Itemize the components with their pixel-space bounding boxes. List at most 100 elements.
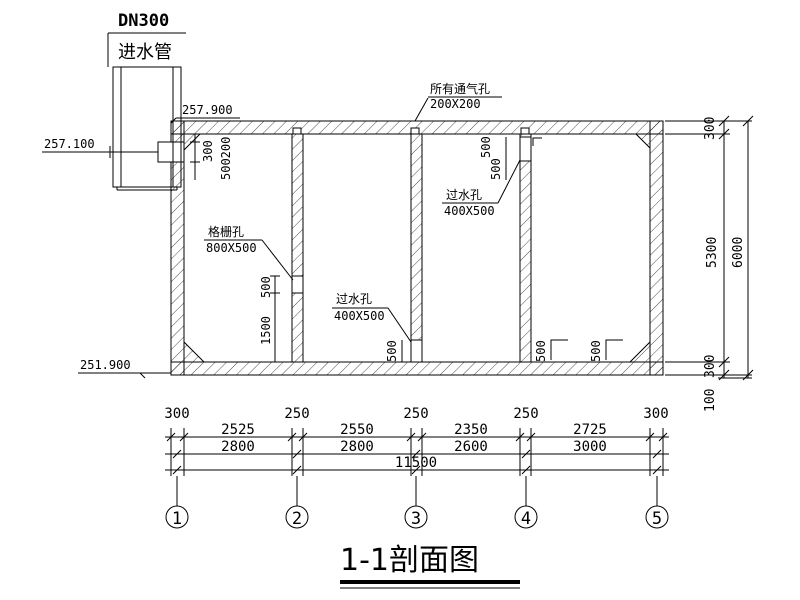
right-wall <box>649 120 664 376</box>
axis-label: 4 <box>521 509 531 529</box>
chamfer-bl <box>183 340 206 363</box>
hdim-tick <box>172 465 182 475</box>
elev-bottom-text: 251.900 <box>80 358 131 372</box>
hdim-row2-label: 2550 <box>340 422 374 438</box>
chamfer-tr <box>634 133 651 150</box>
hdim-row2-label: 2725 <box>573 422 607 438</box>
dim-hook2-500: 500 <box>589 340 603 362</box>
hdim-tick <box>179 432 189 442</box>
hdim-row3-label: 2600 <box>454 439 488 455</box>
dim-hole4-500b: 500 <box>489 158 503 180</box>
grate-opening <box>291 275 304 294</box>
partition-4 <box>519 133 532 363</box>
elev-bottom-mark <box>139 372 146 379</box>
hdim-tick <box>298 432 308 442</box>
pipe-size-label: DN300 <box>118 11 169 31</box>
hook-symbol <box>605 339 623 360</box>
hole2-label: 过水孔 <box>336 292 372 306</box>
hdim-tick <box>658 432 668 442</box>
dim-hole4-500a: 500 <box>479 136 493 158</box>
hdim-row1-label: 250 <box>403 406 428 422</box>
dim-inlet-500200: 500200 <box>219 137 233 180</box>
rdim-tick <box>742 369 754 381</box>
rdim-tick <box>718 115 730 127</box>
elev-top-mark <box>170 117 177 124</box>
rdim-tick <box>742 115 754 127</box>
hook-symbol <box>532 137 542 146</box>
hdim-row1-label: 250 <box>284 406 309 422</box>
axis-bubble <box>165 505 189 529</box>
axis-bubble <box>404 505 428 529</box>
rdim-6000: 6000 <box>731 237 746 268</box>
axis-label: 1 <box>172 509 182 529</box>
hdim-tick <box>411 465 421 475</box>
hdim-tick <box>645 432 655 442</box>
hole2-size: 400X500 <box>334 309 385 323</box>
partition-2 <box>291 133 304 363</box>
rdim-300-bot: 300 <box>703 355 718 378</box>
hdim-tick <box>406 432 416 442</box>
vent-hole <box>410 127 420 135</box>
hdim-tick <box>292 449 302 459</box>
dim-inlet-300: 300 <box>201 140 215 162</box>
dim-grate-500: 500 <box>259 276 273 298</box>
rdim-tick <box>718 128 730 140</box>
elev-top-text: 257.900 <box>182 103 233 117</box>
axis-bubbles: 1 2 3 4 5 <box>165 476 669 529</box>
hdim-tick <box>411 449 421 459</box>
pipe-name-label: 进水管 <box>118 42 172 63</box>
chamfer-br <box>628 340 651 363</box>
hdim-tick <box>287 432 297 442</box>
hdim-tick <box>292 465 302 475</box>
hdim-tick <box>515 432 525 442</box>
hdim-tick <box>166 432 176 442</box>
hole2-leader <box>387 307 412 343</box>
rdim-300-top: 300 <box>703 117 718 140</box>
hdim-row1-label: 250 <box>513 406 538 422</box>
axis-bubble <box>514 505 538 529</box>
vent-label: 所有通气孔 <box>430 81 490 96</box>
hdim-row2-label: 2350 <box>454 422 488 438</box>
grate-label: 格栅孔 <box>208 224 244 239</box>
grate-leader <box>261 239 294 281</box>
bottom-slab <box>170 361 664 376</box>
axis-label: 5 <box>652 509 662 529</box>
hdim-row1-label: 300 <box>643 406 668 422</box>
dim-grate-1500: 1500 <box>259 316 273 345</box>
rdim-5300: 5300 <box>705 237 720 268</box>
hdim-tick <box>652 465 662 475</box>
axis-bubble <box>285 505 309 529</box>
hdim-row2-label: 2525 <box>221 422 255 438</box>
inlet-stub <box>157 141 185 163</box>
hdim-row3-label: 3000 <box>573 439 607 455</box>
axis-bubble <box>645 505 669 529</box>
rdim-tick <box>718 356 730 368</box>
dim-hook1-500: 500 <box>534 340 548 362</box>
hdim-tick <box>417 432 427 442</box>
hdim-tick <box>521 449 531 459</box>
vent-size: 200X200 <box>430 97 481 111</box>
rdim-tick <box>718 369 730 381</box>
water-hole-4-top <box>519 136 532 162</box>
hdim-row3-label: 2800 <box>340 439 374 455</box>
axis-label: 3 <box>411 509 421 529</box>
hdim-tick <box>521 465 531 475</box>
hook-symbol <box>550 339 568 360</box>
elev-inlet-text: 257.100 <box>44 137 95 151</box>
hdim-tick <box>526 432 536 442</box>
hdim-row1-label: 300 <box>164 406 189 422</box>
drawing-title: 1-1剖面图 <box>340 543 479 578</box>
vent-hole <box>292 127 302 135</box>
hole4-leader <box>497 159 521 204</box>
vent-hole <box>520 127 530 135</box>
axis-label: 2 <box>292 509 302 529</box>
water-hole-3 <box>410 339 423 363</box>
inlet-pipe-inner <box>120 66 174 188</box>
hole4-label: 过水孔 <box>446 188 482 202</box>
dim-hole3-500: 500 <box>385 340 399 362</box>
hole4-size: 400X500 <box>444 204 495 218</box>
partition-3 <box>410 133 423 363</box>
hdim-tick <box>172 449 182 459</box>
